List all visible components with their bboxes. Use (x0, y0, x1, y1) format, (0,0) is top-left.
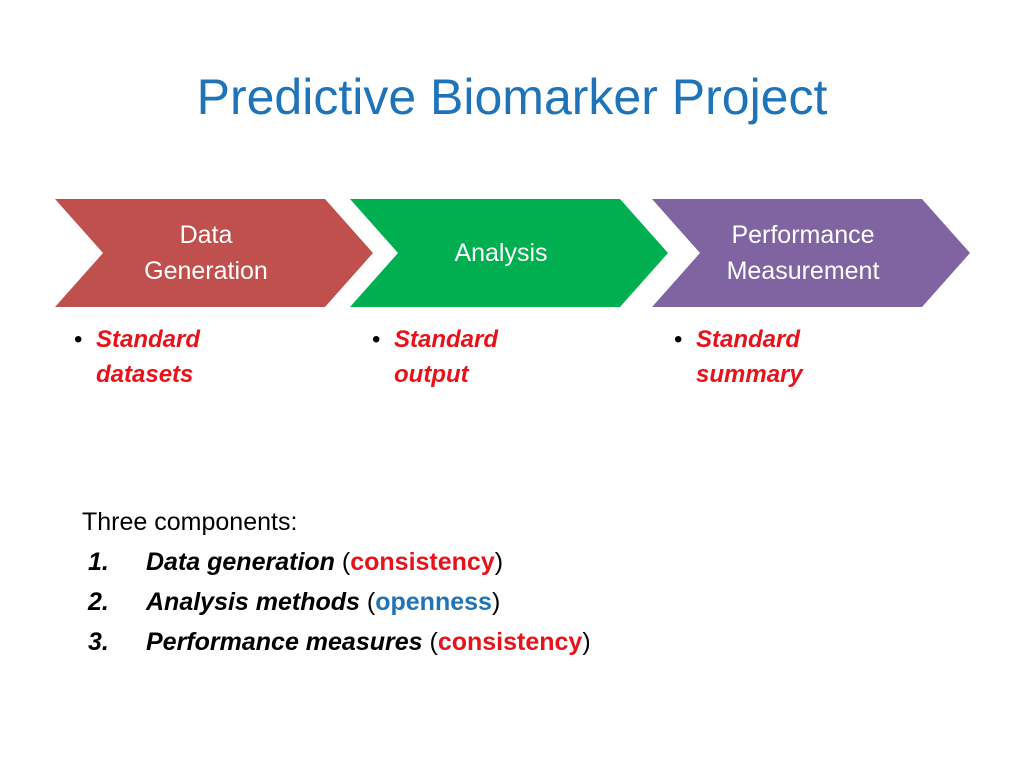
item-keyword: consistency (437, 628, 583, 656)
item-name: Performance measures (146, 628, 423, 656)
bullet-marker: • (372, 326, 381, 353)
components-section: Three components: 1. Data generation ( c… (82, 502, 591, 662)
bullet-text: Standard summary (696, 326, 803, 388)
open-paren: ( (334, 548, 351, 576)
close-paren: ) (491, 588, 501, 616)
bullet-text: Standard output (394, 326, 499, 388)
item-name: Data generation (146, 548, 335, 576)
bullet-marker: • (74, 326, 83, 353)
stage-data-generation: Data Generation (55, 199, 373, 307)
stage-label: Performance Measurement (726, 221, 880, 285)
stage-bullet-analysis: • Standard output (372, 322, 554, 392)
component-item: 2. Analysis methods ( openness ) (82, 582, 591, 622)
component-item: 3. Performance measures ( consistency ) (82, 622, 591, 662)
close-paren: ) (494, 548, 504, 576)
open-paren: ( (422, 628, 438, 656)
bullet-marker: • (674, 326, 683, 353)
item-keyword: openness (375, 588, 492, 616)
component-item: 1. Data generation ( consistency ) (82, 542, 591, 582)
bullet-text: Standard datasets (96, 326, 201, 388)
stage-label: Data Generation (144, 221, 268, 285)
close-paren: ) (582, 628, 591, 656)
item-number: 2. (88, 588, 109, 616)
item-number: 3. (88, 628, 109, 656)
stage-analysis: Analysis (350, 199, 668, 307)
stage-bullet-data-generation: • Standard datasets (74, 322, 256, 392)
stage-bullet-performance: • Standard summary (674, 322, 856, 392)
item-number: 1. (88, 548, 109, 576)
stage-label: Analysis (454, 239, 548, 267)
item-keyword: consistency (350, 548, 495, 576)
stage-performance-measurement: Performance Measurement (652, 199, 970, 307)
components-heading: Three components: (82, 508, 298, 536)
slide-title: Predictive Biomarker Project (196, 69, 828, 125)
item-name: Analysis methods (146, 588, 360, 616)
open-paren: ( (359, 588, 376, 616)
